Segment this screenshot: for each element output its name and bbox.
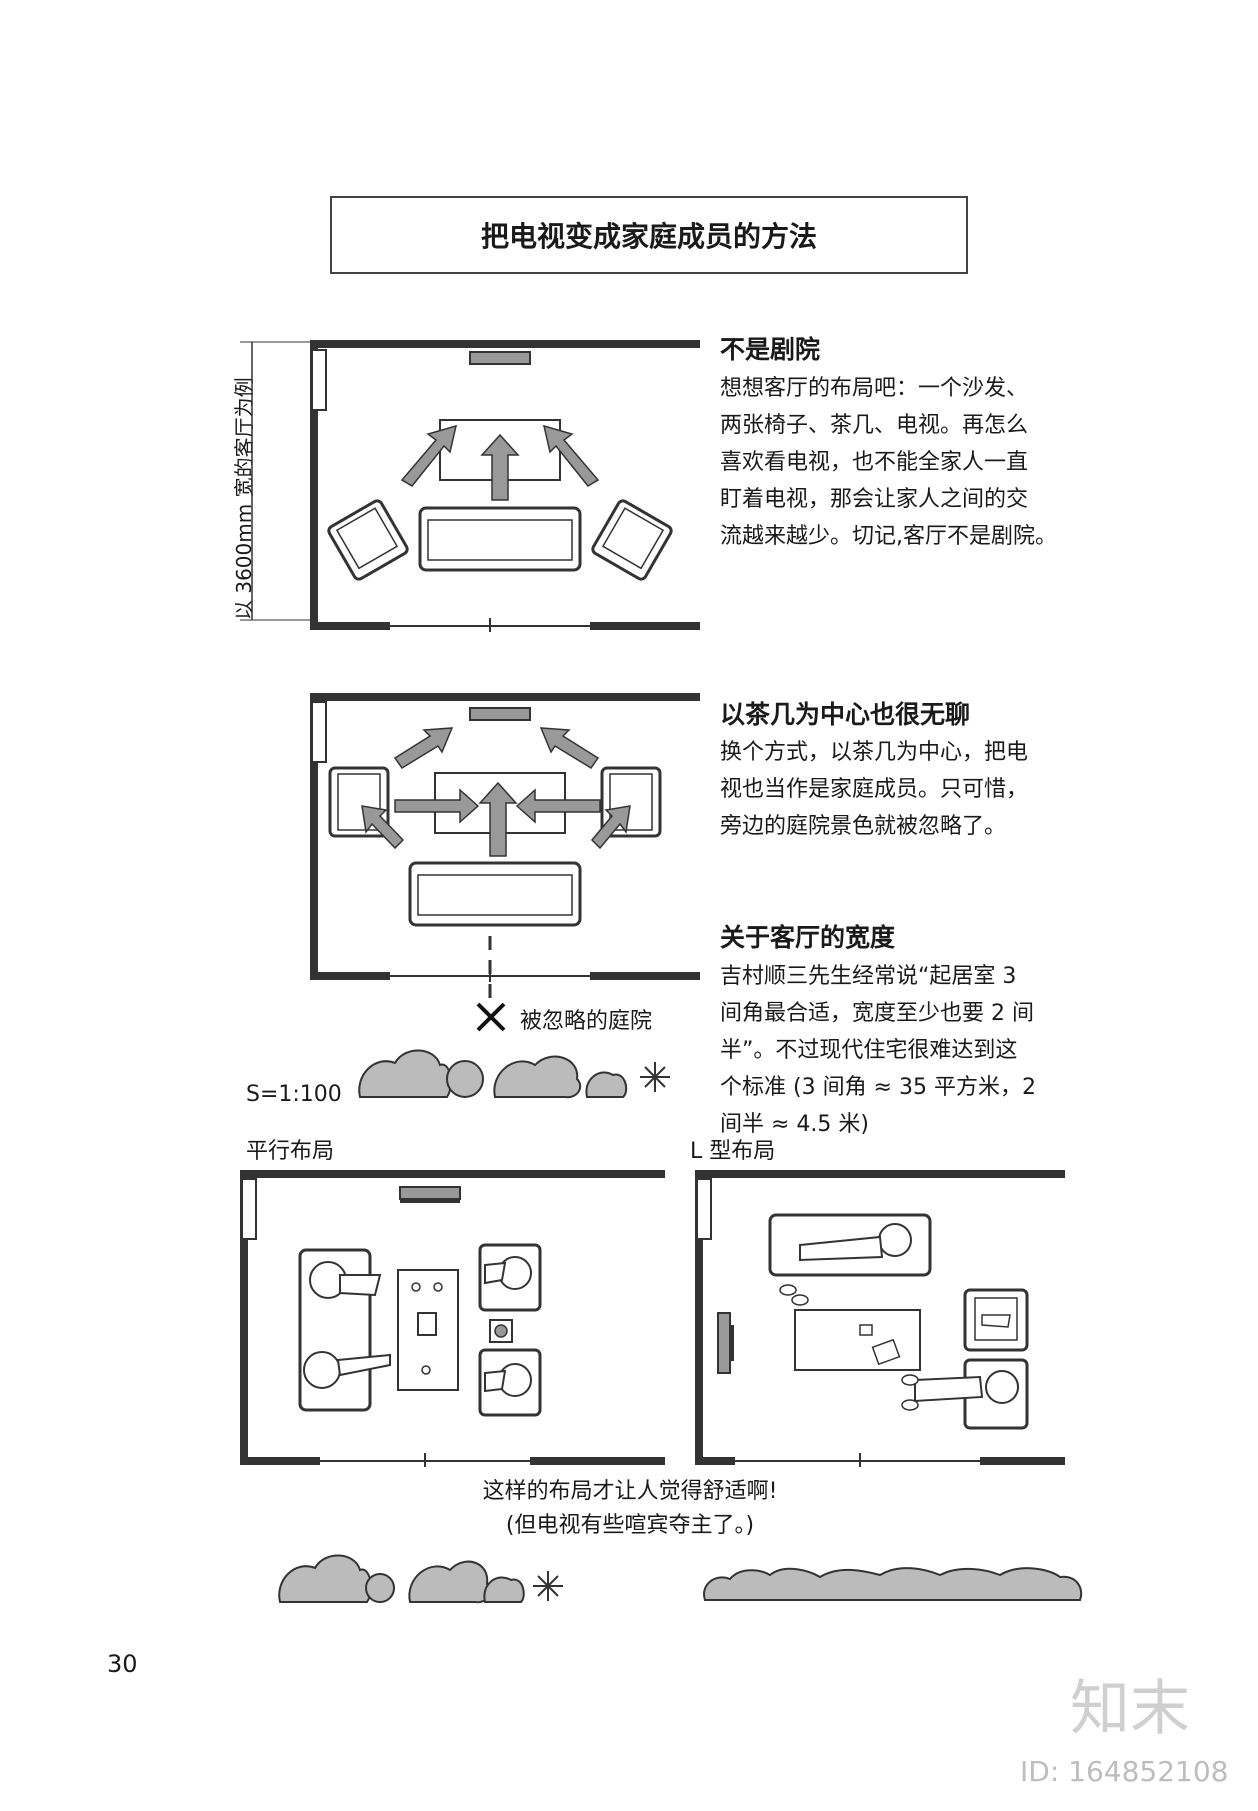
watermark-logo: 知末 bbox=[1070, 1674, 1190, 1744]
section2-heading: 以茶几为中心也很无聊 bbox=[720, 700, 971, 729]
scale-label: S=1:100 bbox=[246, 1082, 342, 1107]
layout-parallel-label: 平行布局 bbox=[246, 1139, 335, 1164]
diagram-l-layout bbox=[695, 1170, 1065, 1467]
caption-line1: 这样的布局才让人觉得舒适啊! bbox=[482, 1479, 778, 1504]
section1-text: 想想客厅的布局吧：一个沙发、 两张椅子、茶几、电视。再怎么 喜欢看电视，也不能全… bbox=[720, 376, 1057, 549]
layout-l-label: L 型布局 bbox=[690, 1139, 776, 1164]
section3-heading: 关于客厅的宽度 bbox=[720, 923, 896, 952]
ignored-garden-label: 被忽略的庭院 bbox=[520, 1009, 653, 1034]
page-title-text: 把电视变成家庭成员的方法 bbox=[480, 220, 817, 253]
garden-hedge bbox=[703, 1567, 1083, 1601]
page-number: 30 bbox=[107, 1650, 138, 1678]
page-title: 把电视变成家庭成员的方法 bbox=[330, 196, 968, 274]
garden-shrubs-1 bbox=[358, 1049, 670, 1099]
section1-heading: 不是剧院 bbox=[720, 335, 821, 364]
caption: 这样的布局才让人觉得舒适啊! (但电视有些喧宾夺主了。) bbox=[440, 1475, 820, 1543]
diagram-parallel-layout bbox=[240, 1170, 665, 1467]
diagram-theater-layout bbox=[240, 340, 700, 632]
watermark-id: ID: 164852108 bbox=[1020, 1755, 1229, 1788]
section3-text: 吉村顺三先生经常说“起居室 3 间角最合适，宽度至少也要 2 间 半”。不过现代… bbox=[720, 964, 1036, 1137]
section2-text: 换个方式，以茶几为中心，把电 视也当作是家庭成员。只可惜， 旁边的庭院景色就被忽… bbox=[720, 740, 1029, 839]
caption-line2: (但电视有些喧宾夺主了。) bbox=[505, 1513, 755, 1538]
garden-shrubs-2 bbox=[278, 1554, 563, 1604]
diagram-table-centered-layout bbox=[310, 693, 700, 1032]
